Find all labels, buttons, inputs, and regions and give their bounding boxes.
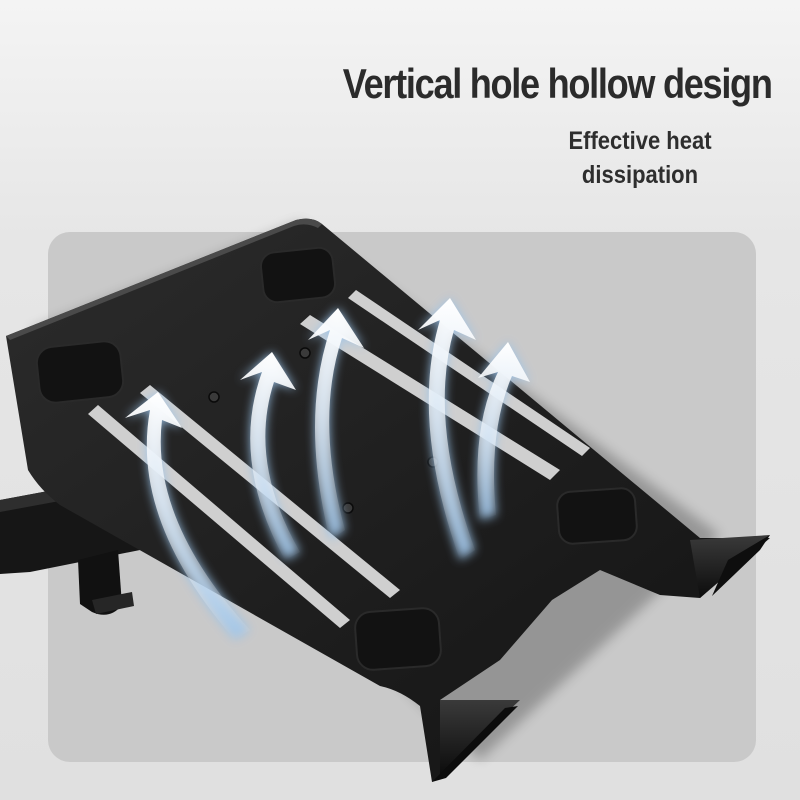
heat-flow-arrow-2 — [240, 352, 300, 560]
heat-flow-arrow-1 — [125, 392, 250, 640]
rubber-pad-bottom — [354, 607, 442, 671]
heat-flow-arrow-4 — [418, 298, 476, 560]
subline-line-2: dissipation — [581, 161, 699, 189]
rubber-pad-top — [259, 246, 337, 304]
heat-flow-arrow-5 — [477, 342, 530, 520]
heat-flow-arrow-3 — [308, 308, 364, 540]
rubber-pads — [35, 246, 638, 671]
laptop-tray — [6, 218, 770, 782]
rubber-pad-right — [556, 487, 638, 545]
subline: Effective heat dissipation — [517, 124, 763, 192]
headline: Vertical hole hollow design — [343, 60, 773, 107]
heat-flow-arrows — [125, 298, 530, 640]
rubber-pad-left — [35, 340, 125, 404]
subline-line-1: Effective heat — [568, 127, 712, 155]
